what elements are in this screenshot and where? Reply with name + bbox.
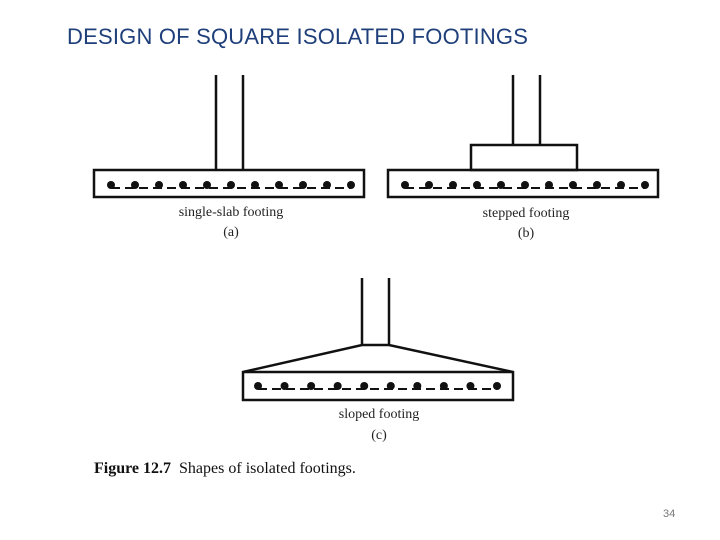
rebar-dot <box>131 181 139 189</box>
rebar-dot <box>449 181 457 189</box>
rebar-row-c <box>254 382 501 390</box>
rebar-dot <box>203 181 211 189</box>
slab-outline <box>386 168 660 199</box>
rebar-dot <box>360 382 369 390</box>
rebar-dot <box>497 181 505 189</box>
label-single-slab: single-slab footing <box>178 205 284 220</box>
rebar-dot <box>425 181 433 189</box>
rebar-dot <box>439 382 448 390</box>
slide-title: DESIGN OF SQUARE ISOLATED FOOTINGS <box>67 24 529 49</box>
rebar-dot <box>227 181 235 189</box>
rebar-dot <box>569 181 577 189</box>
rebar-dot <box>323 181 331 189</box>
rebar-dot <box>155 181 163 189</box>
rebar-dot <box>521 181 529 189</box>
caption-number: Figure 12.7 <box>94 460 172 477</box>
rebar-dot <box>275 181 283 189</box>
rebar-dot <box>299 181 307 189</box>
rebar-dot <box>545 181 553 189</box>
rebar-dot <box>251 181 259 189</box>
label-a: (a) <box>223 225 239 240</box>
rebar-dot <box>401 181 409 189</box>
label-c: (c) <box>371 428 387 443</box>
rebar-dot <box>254 382 262 390</box>
label-stepped: stepped footing <box>482 206 570 221</box>
stepped-footing-drawing <box>386 75 660 199</box>
sloped-footing-drawing <box>241 278 515 402</box>
rebar-dot <box>473 181 481 189</box>
rebar-dot <box>413 382 422 390</box>
label-sloped: sloped footing <box>338 407 420 422</box>
figure-caption: Figure 12.7 Shapes of isolated footings. <box>94 460 356 478</box>
rebar-dot <box>593 181 601 189</box>
step-outline <box>469 143 579 172</box>
caption-text: Shapes of isolated footings. <box>179 460 356 477</box>
rebar-dot <box>307 382 316 390</box>
rebar-dot <box>179 181 187 189</box>
rebar-dot <box>280 382 289 390</box>
rebar-dot <box>617 181 625 189</box>
rebar-row-b <box>401 181 649 189</box>
rebar-dot <box>107 181 115 189</box>
rebar-dot <box>493 382 501 390</box>
rebar-dot <box>347 181 355 189</box>
label-b: (b) <box>517 226 535 241</box>
rebar-dot <box>641 181 649 189</box>
page-number: 34 <box>663 508 676 520</box>
rebar-dot <box>333 382 342 390</box>
slab-outline <box>92 168 366 199</box>
rebar-row-a <box>107 181 355 189</box>
rebar-dot <box>386 382 395 390</box>
rebar-dot <box>466 382 475 390</box>
single-slab-footing-drawing <box>92 75 366 199</box>
